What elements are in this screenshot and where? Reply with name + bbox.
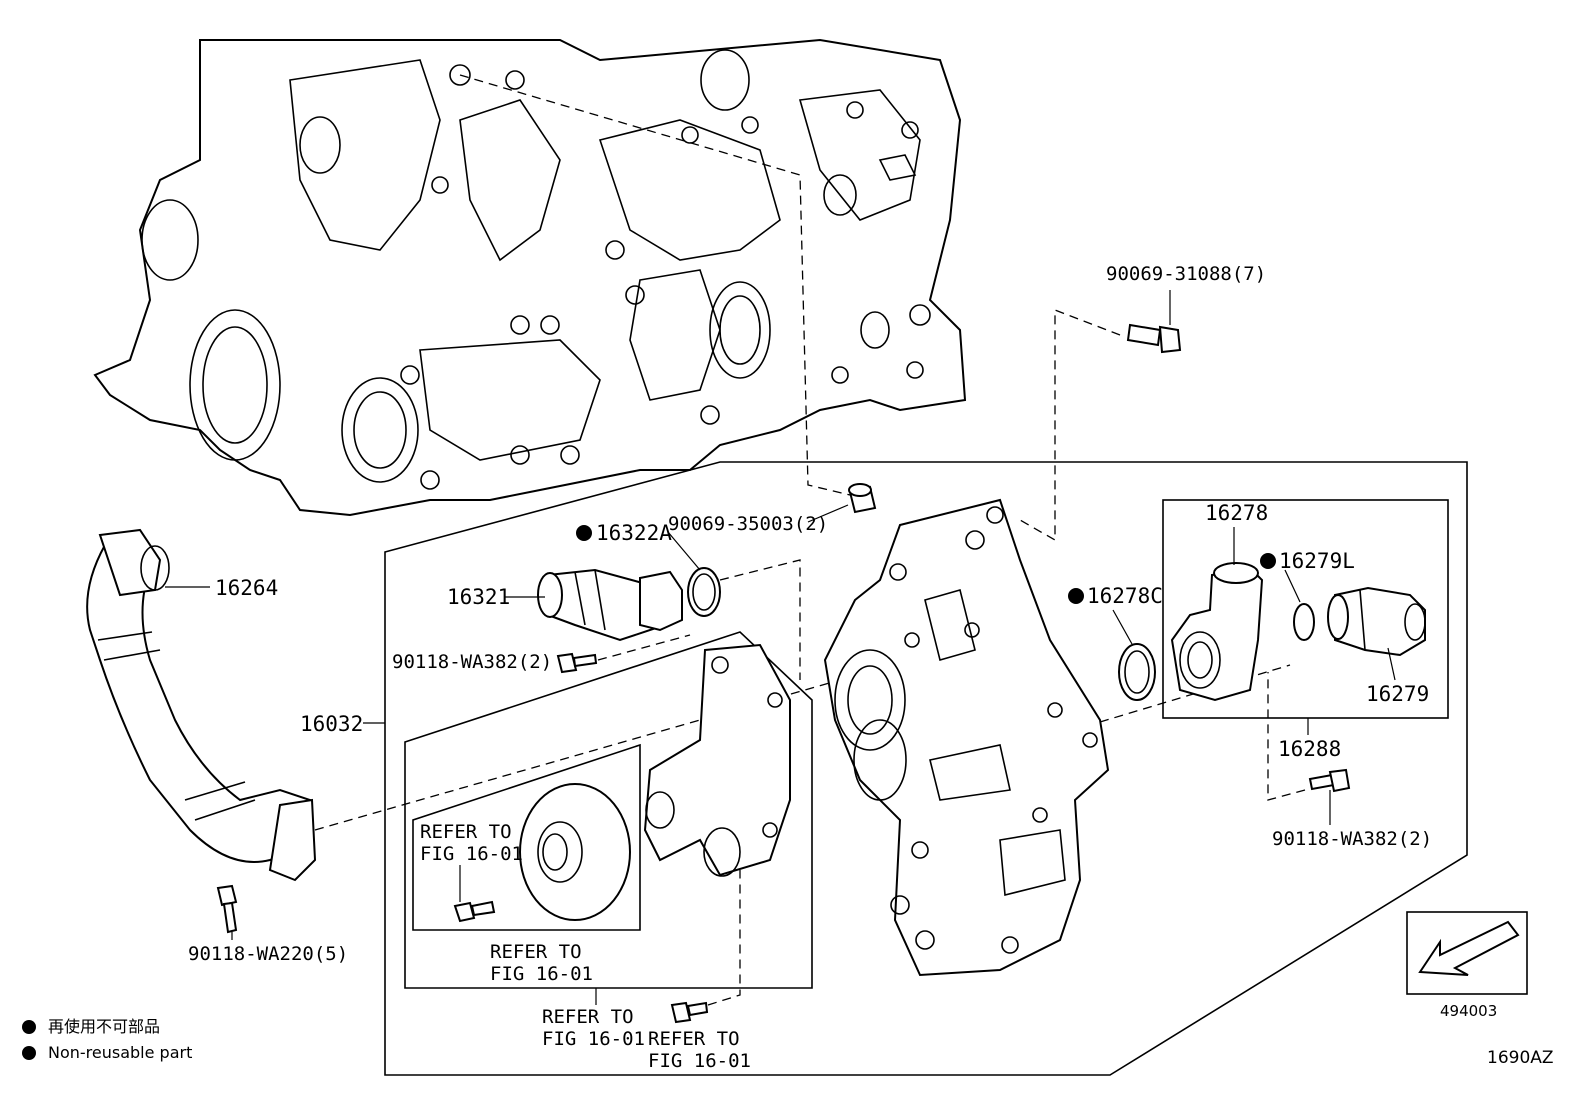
figure-code: 1690AZ — [1487, 1048, 1554, 1068]
part-label-90118-wa382-left: 90118-WA382(2) — [392, 651, 552, 673]
pump-bolt — [670, 1001, 709, 1024]
assembly-frame-16032 — [384, 461, 1468, 1076]
part-label-16279l: 16279L — [1279, 549, 1355, 573]
part-label-16278c: 16278C — [1087, 584, 1163, 608]
legend-row-en: Non-reusable part — [22, 1040, 192, 1066]
view-direction-arrow-icon — [1418, 920, 1520, 976]
water-pump-subframe — [404, 631, 813, 989]
part-label-16288: 16288 — [1278, 737, 1341, 761]
part-label-16032: 16032 — [300, 712, 363, 736]
part-label-90069-35003: 90069-35003(2) — [668, 513, 828, 535]
bushing-90069-35003 — [848, 483, 877, 514]
water-inlet-housing-16278 — [1170, 562, 1264, 702]
bolt-90118-wa382-left — [556, 652, 598, 674]
pulley-bolt — [453, 900, 496, 923]
thermostat-16279 — [1327, 586, 1426, 657]
part-label-90069-31088: 90069-31088(7) — [1106, 263, 1266, 285]
refer-label-d-line1: REFER TO — [648, 1028, 740, 1050]
legend-text-jp: 再使用不可部品 — [48, 1017, 161, 1036]
bolt-90118-wa220 — [216, 884, 238, 934]
refer-label-d-line2: FIG 16-01 — [648, 1050, 751, 1072]
non-reusable-marker-16322a — [576, 525, 592, 541]
water-pump-pulley — [519, 783, 631, 921]
part-label-16279: 16279 — [1366, 682, 1429, 706]
refer-label-c-line2: FIG 16-01 — [542, 1028, 645, 1050]
refer-label-c-line1: REFER TO — [542, 1006, 634, 1028]
water-pump — [643, 643, 791, 877]
refer-label-b-line2: FIG 16-01 — [490, 963, 593, 985]
bolt-90118-wa382-right — [1308, 768, 1351, 793]
part-label-16278: 16278 — [1205, 501, 1268, 525]
refer-label-a-line1: REFER TO — [420, 821, 512, 843]
water-housing-cover — [823, 498, 1110, 977]
part-label-16321: 16321 — [447, 585, 510, 609]
water-inlet-16321 — [537, 568, 683, 642]
non-reusable-marker-16279l — [1260, 553, 1276, 569]
pulley-subframe — [412, 743, 641, 931]
legend: 再使用不可部品 Non-reusable part — [22, 1014, 192, 1066]
refer-label-a-line2: FIG 16-01 — [420, 843, 523, 865]
outlet-pipe-16264 — [86, 528, 317, 882]
part-label-90118-wa382-right: 90118-WA382(2) — [1272, 828, 1432, 850]
non-reusable-dot-icon — [22, 1020, 36, 1034]
part-label-16322a: 16322A — [596, 521, 672, 545]
gasket-16322a — [687, 567, 721, 617]
refer-label-b-line1: REFER TO — [490, 941, 582, 963]
legend-text-en: Non-reusable part — [48, 1043, 193, 1062]
view-direction-box — [1406, 911, 1528, 995]
legend-row-jp: 再使用不可部品 — [22, 1014, 192, 1040]
non-reusable-dot-icon — [22, 1046, 36, 1060]
thermostat-subframe-16288 — [1162, 499, 1449, 719]
part-label-16264: 16264 — [215, 576, 278, 600]
bolt-90069-31088 — [1126, 323, 1182, 354]
non-reusable-marker-16278c — [1068, 588, 1084, 604]
gasket-16279l — [1293, 603, 1315, 641]
part-label-90118-wa220: 90118-WA220(5) — [188, 943, 348, 965]
engine-block — [93, 38, 967, 517]
gasket-16278c — [1118, 643, 1156, 701]
view-code: 494003 — [1440, 1002, 1497, 1020]
